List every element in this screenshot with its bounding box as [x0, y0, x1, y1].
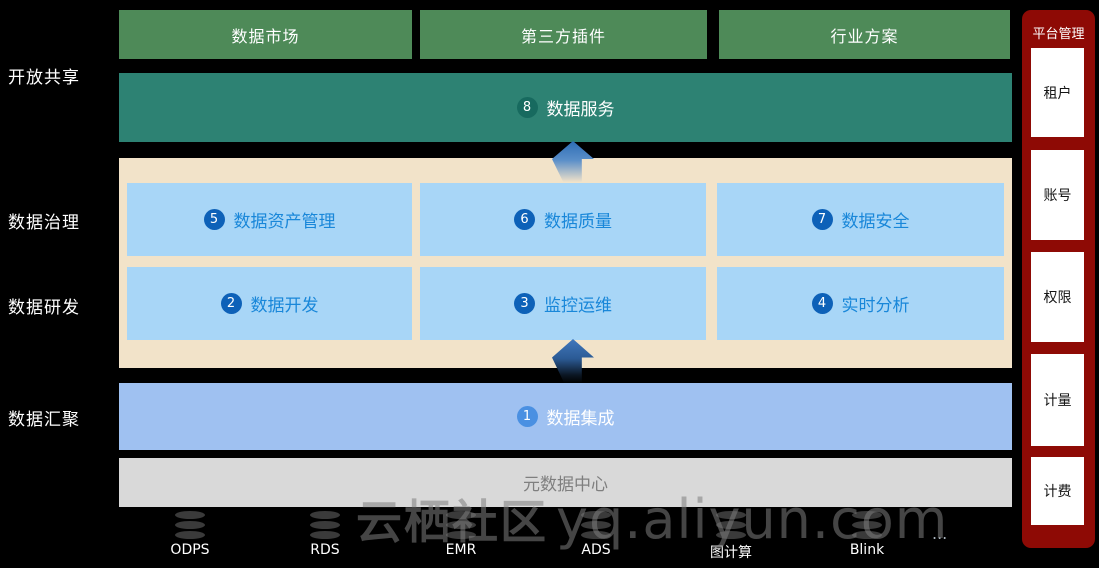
bar-metadata-center: 元数据中心: [119, 458, 1012, 507]
bar-label: 数据服务: [546, 100, 615, 120]
step-8-badge: 8: [516, 97, 538, 118]
box-monitoring-ops: 3 监控运维: [420, 267, 706, 340]
sidebar-item-metering: 计量: [1031, 354, 1084, 446]
label-data-development: 数据研发: [8, 298, 80, 318]
step-4-badge: 4: [811, 293, 833, 314]
label-data-aggregation: 数据汇聚: [8, 410, 80, 430]
engine-emr: EMR: [416, 511, 506, 558]
engine-label: ADS: [581, 542, 611, 558]
database-icon: [716, 511, 746, 541]
label-data-governance: 数据治理: [8, 213, 80, 233]
engine-ads: ADS: [551, 511, 641, 558]
engine-rds: RDS: [280, 511, 370, 558]
step-1-badge: 1: [516, 406, 538, 427]
engine-label: RDS: [310, 542, 340, 558]
bar-label: 数据集成: [546, 409, 615, 429]
database-icon: [175, 511, 205, 541]
step-6-badge: 6: [514, 209, 535, 230]
box-label: 数据开发: [250, 296, 319, 316]
box-label: 数据安全: [841, 212, 910, 232]
database-icon: [581, 511, 611, 541]
engines-more-ellipsis: ...: [932, 524, 948, 543]
box-label: 实时分析: [841, 296, 910, 316]
bar-data-integration: 1 数据集成: [119, 383, 1012, 450]
step-5-badge: 5: [203, 209, 225, 230]
engine-graph-compute: 图计算: [686, 511, 776, 562]
bar-data-service: 8 数据服务: [119, 73, 1012, 142]
box-label: 数据资产管理: [233, 212, 336, 232]
step-3-badge: 3: [514, 293, 535, 314]
box-realtime-analysis: 4 实时分析: [717, 267, 1004, 340]
platform-management-panel: 平台管理 租户 账号 权限 计量 计费: [1022, 10, 1095, 548]
sidebar-title: 平台管理: [1032, 27, 1085, 42]
sidebar-item-tenant: 租户: [1031, 48, 1084, 137]
label-open-sharing: 开放共享: [8, 68, 80, 88]
bar-label: 元数据中心: [523, 475, 608, 495]
engine-label: 图计算: [710, 545, 752, 561]
box-data-quality: 6 数据质量: [420, 183, 706, 256]
step-7-badge: 7: [811, 209, 833, 230]
sidebar-item-permission: 权限: [1031, 252, 1084, 342]
box-data-security: 7 数据安全: [717, 183, 1004, 256]
sidebar-item-billing: 计费: [1031, 457, 1084, 525]
database-icon: [310, 511, 340, 541]
engine-blink: Blink: [822, 511, 912, 558]
box-data-asset-management: 5 数据资产管理: [127, 183, 412, 256]
sidebar-item-account: 账号: [1031, 150, 1084, 240]
box-label: 数据质量: [544, 212, 612, 232]
box-label: 监控运维: [544, 296, 612, 316]
step-2-badge: 2: [220, 293, 242, 314]
engine-label: ODPS: [170, 542, 210, 558]
engine-label: Blink: [849, 542, 885, 558]
database-icon: [446, 511, 476, 541]
engine-label: EMR: [445, 542, 477, 558]
box-data-market: 数据市场: [119, 10, 412, 59]
box-data-development: 2 数据开发: [127, 267, 412, 340]
database-icon: [852, 511, 882, 541]
box-third-party-plugins: 第三方插件: [420, 10, 707, 59]
engine-odps: ODPS: [145, 511, 235, 558]
box-industry-solutions: 行业方案: [719, 10, 1010, 59]
